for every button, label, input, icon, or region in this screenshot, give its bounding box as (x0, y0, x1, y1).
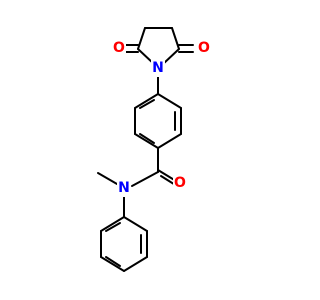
atom-o-amide: O (173, 174, 187, 192)
atom-o-right: O (197, 39, 211, 57)
atom-o-left: O (112, 39, 126, 57)
bond-ring-6 (100, 216, 125, 232)
atom-n-amide: N (117, 179, 131, 197)
bond-ring-6 (134, 93, 159, 109)
molecule-diagram: O O N O N (97, 27, 211, 272)
bond-ring-1 (157, 93, 182, 109)
phenyl-ring-lower (100, 216, 148, 272)
succinimide-ring (124, 27, 194, 65)
bond-ring-3 (157, 133, 182, 149)
bond-ring-3 (123, 256, 148, 272)
bond-n-amide-to-methyl (97, 172, 118, 185)
bond-right-c-carbonyl-n (162, 48, 180, 65)
bond-ch2-left-c-carbonyl (137, 27, 146, 50)
bond-ring-inner-2 (139, 133, 155, 144)
bond-ring-inner-3 (139, 99, 155, 109)
atom-o-amide-label: O (174, 175, 186, 191)
structure-canvas: O O N O N (97, 27, 211, 272)
atom-o-left-label: O (113, 40, 125, 56)
bond-ring-1 (123, 216, 148, 232)
atom-n-imide: N (151, 59, 165, 77)
bond-ring-4 (134, 133, 159, 149)
atom-n-amide-label: N (118, 180, 130, 196)
atom-o-right-label: O (198, 40, 210, 56)
benzene-ring-upper (134, 93, 182, 149)
atom-n-imide-label: N (152, 60, 164, 76)
bond-ring-inner-3 (105, 222, 121, 232)
bond-ch2-right-c-carbonyl (171, 27, 180, 50)
bond-carbonyl-c-to-n-amide (131, 171, 159, 187)
bond-ring-inner-2 (105, 256, 121, 267)
bond-ring-4 (100, 256, 125, 272)
